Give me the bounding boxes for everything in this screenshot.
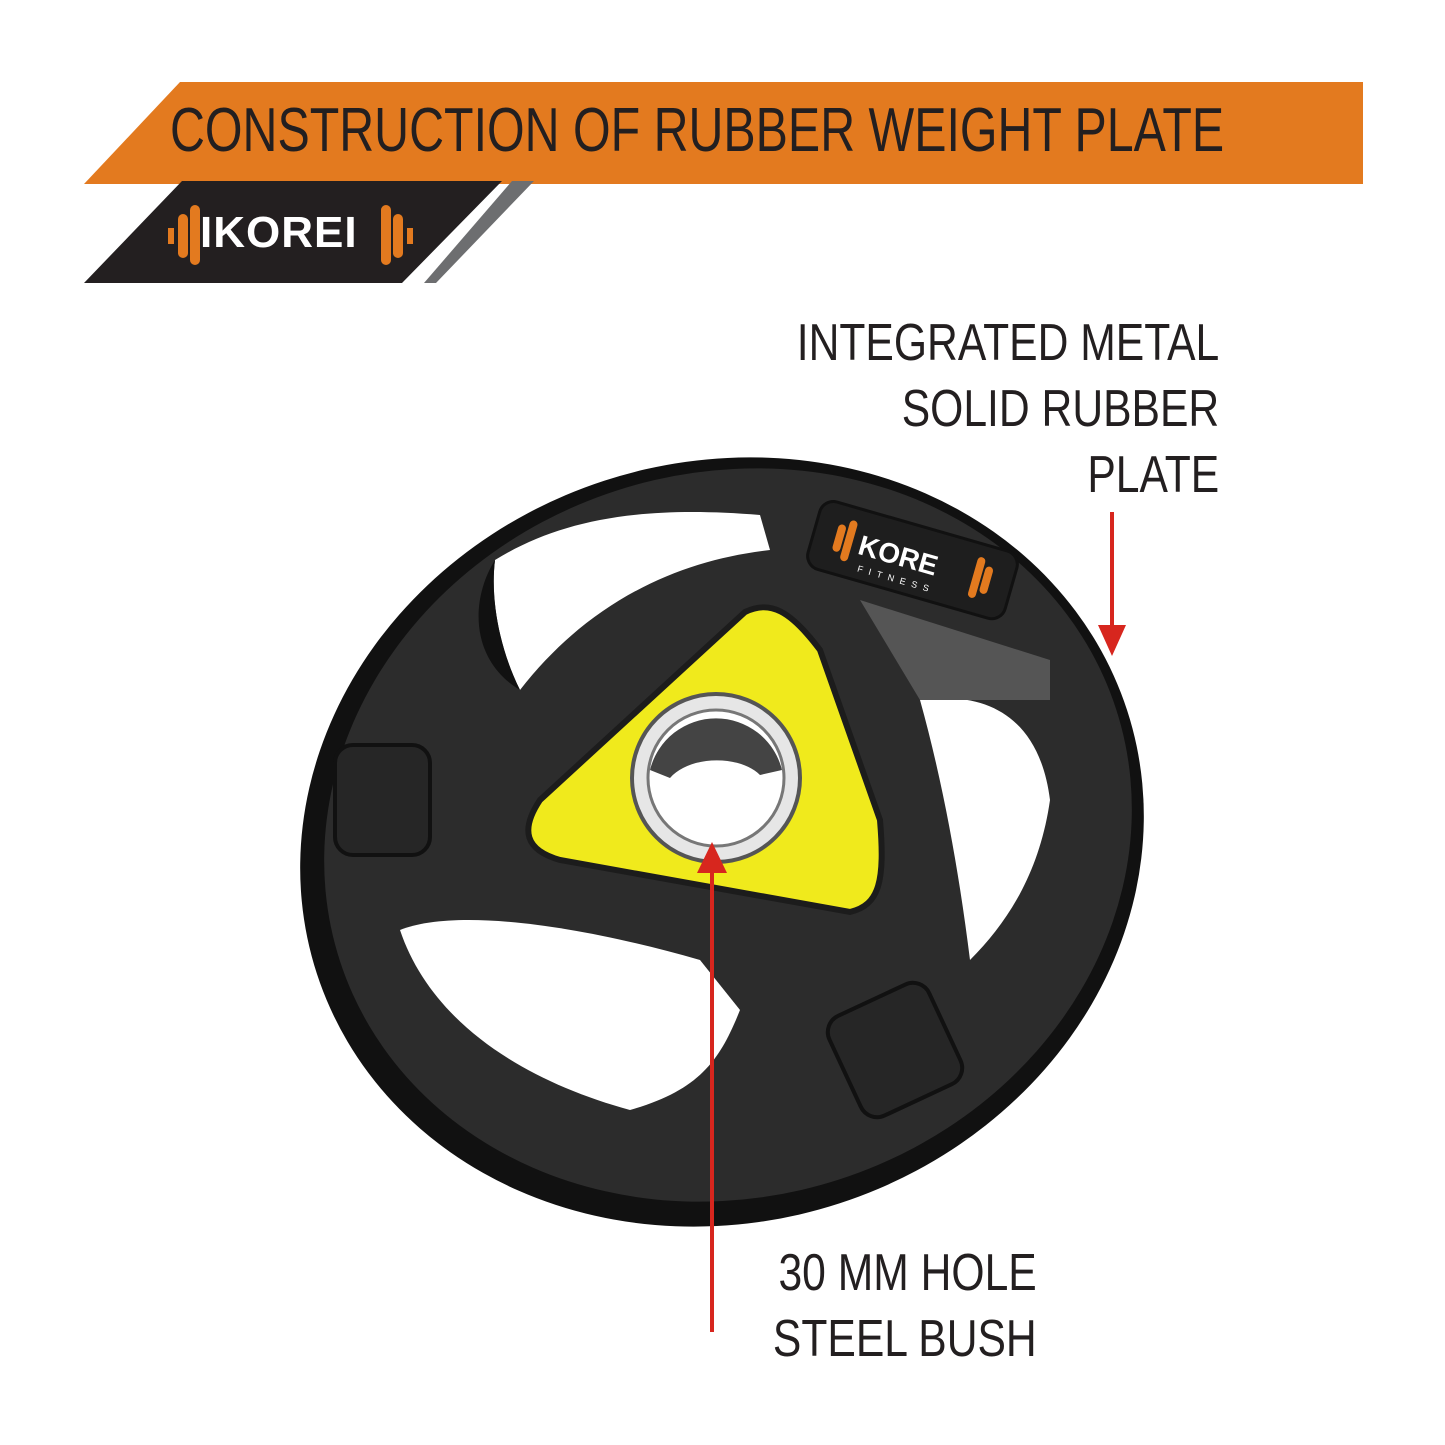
page-title: CONSTRUCTION OF RUBBER WEIGHT PLATE (170, 96, 1225, 165)
plate-grip-cutout (493, 512, 770, 690)
hole-callout: 30 MM HOLE STEEL BUSH (773, 1240, 1037, 1372)
plate-callout-line: INTEGRATED METAL (796, 314, 1219, 372)
plate-callout: INTEGRATED METAL SOLID RUBBER PLATE (797, 310, 1219, 508)
hole-callout-line: 30 MM HOLE (778, 1244, 1037, 1302)
plate-callout-line: SOLID RUBBER (901, 380, 1219, 438)
title-banner (84, 82, 1363, 184)
brand-logo: IKOREI (200, 208, 358, 257)
grey-stripe (424, 181, 534, 283)
plate-arrow (1098, 512, 1126, 656)
plate-grip-cutout (920, 698, 1050, 960)
plate-grip-cutout (400, 920, 740, 1110)
barbell-logo-icon (168, 205, 413, 265)
hole-arrow (697, 842, 727, 1332)
rubber-weight-plate: KORE FITNESS (300, 457, 1144, 1227)
hole-callout-line: STEEL BUSH (773, 1310, 1037, 1368)
plate-callout-line: PLATE (1087, 446, 1219, 504)
plate-logo-badge: KORE FITNESS (806, 500, 1019, 621)
